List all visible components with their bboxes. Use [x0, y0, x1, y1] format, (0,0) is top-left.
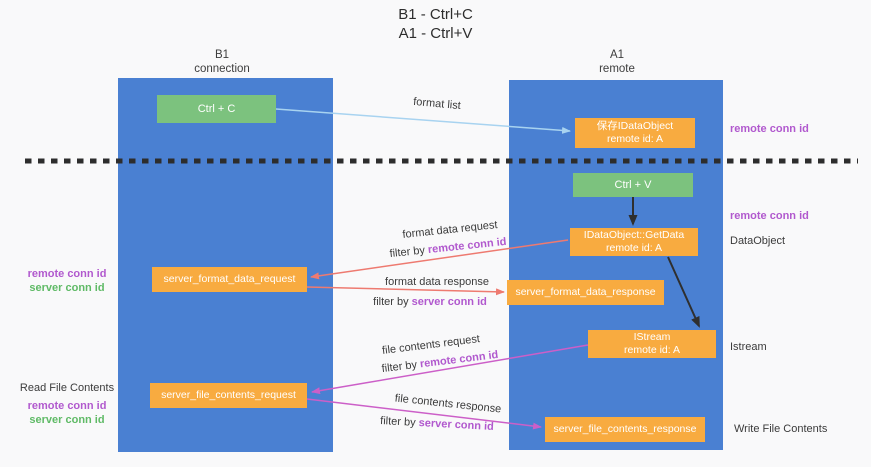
saved-idataobject-line2: remote id: A [606, 133, 664, 145]
write-file-contents-label: Write File Contents [734, 423, 828, 435]
read-file-contents-label: Read File Contents [19, 382, 115, 394]
title-line-1: B1 - Ctrl+C [398, 6, 473, 23]
idataobject-getdata-box: IDataObject::GetData remote id: A [570, 228, 698, 256]
right-column-name: A1 [609, 49, 625, 61]
filter-by-text: filter by [373, 296, 412, 308]
server-format-data-response-label: server_format_data_response [515, 286, 656, 298]
file-contents-response-filter: filter by server conn id [380, 415, 494, 433]
server-conn-id-key: server conn id [418, 417, 495, 433]
server-file-contents-response-label: server_file_contents_response [553, 423, 697, 435]
filter-by-text: filter by [389, 244, 429, 261]
dataobject-side-label: DataObject [730, 235, 786, 247]
right-remote-conn-id-top: remote conn id [730, 123, 809, 135]
server-file-contents-response-box: server_file_contents_response [545, 417, 705, 442]
remote-conn-id-key: remote conn id [427, 235, 507, 257]
right-column-role: remote [599, 62, 635, 75]
left-remote-conn-id-format: remote conn id [27, 268, 107, 280]
left-column-name: B1 [214, 49, 230, 61]
ctrl-v-label: Ctrl + V [614, 178, 652, 191]
server-format-data-response-box: server_format_data_response [507, 280, 664, 305]
saved-idataobject-box: 保存IDataObject remote id: A [575, 118, 695, 148]
left-column-role: connection [194, 62, 250, 75]
title-line-2: A1 - Ctrl+V [398, 25, 473, 42]
right-column-header: A1 remote [557, 49, 677, 76]
filter-by-text: filter by [381, 358, 421, 376]
server-conn-id-key: server conn id [411, 296, 487, 308]
left-column-header: B1 connection [162, 49, 282, 76]
format-list-label: format list [412, 95, 462, 113]
server-format-data-request-label: server_format_data_request [163, 273, 296, 285]
saved-idataobject-line1: 保存IDataObject [596, 120, 674, 132]
istream-line2: remote id: A [623, 344, 681, 356]
left-server-conn-id-file: server conn id [29, 414, 105, 426]
getdata-line2: remote id: A [605, 242, 663, 254]
istream-side-label: Istream [730, 341, 767, 353]
istream-box: IStream remote id: A [588, 330, 716, 358]
istream-line1: IStream [633, 331, 671, 343]
remote-conn-id-key: remote conn id [419, 348, 499, 371]
server-file-contents-request-box: server_file_contents_request [150, 383, 307, 408]
format-data-response-filter: filter by server conn id [373, 296, 487, 308]
left-server-conn-id-format: server conn id [29, 282, 105, 294]
server-format-data-request-box: server_format_data_request [152, 267, 307, 292]
right-remote-conn-id-mid: remote conn id [730, 210, 809, 222]
ctrl-c-label: Ctrl + C [197, 102, 236, 115]
ctrl-c-key-box: Ctrl + C [157, 95, 276, 123]
getdata-line1: IDataObject::GetData [583, 229, 685, 241]
filter-by-text: filter by [379, 415, 419, 430]
file-contents-response-label: file contents response [394, 392, 502, 416]
server-file-contents-request-label: server_file_contents_request [161, 389, 296, 401]
left-remote-conn-id-file: remote conn id [27, 400, 107, 412]
diagram-title: B1 - Ctrl+C A1 - Ctrl+V [0, 5, 871, 43]
format-data-response-label: format data response [385, 276, 489, 288]
ctrl-v-key-box: Ctrl + V [573, 173, 693, 197]
